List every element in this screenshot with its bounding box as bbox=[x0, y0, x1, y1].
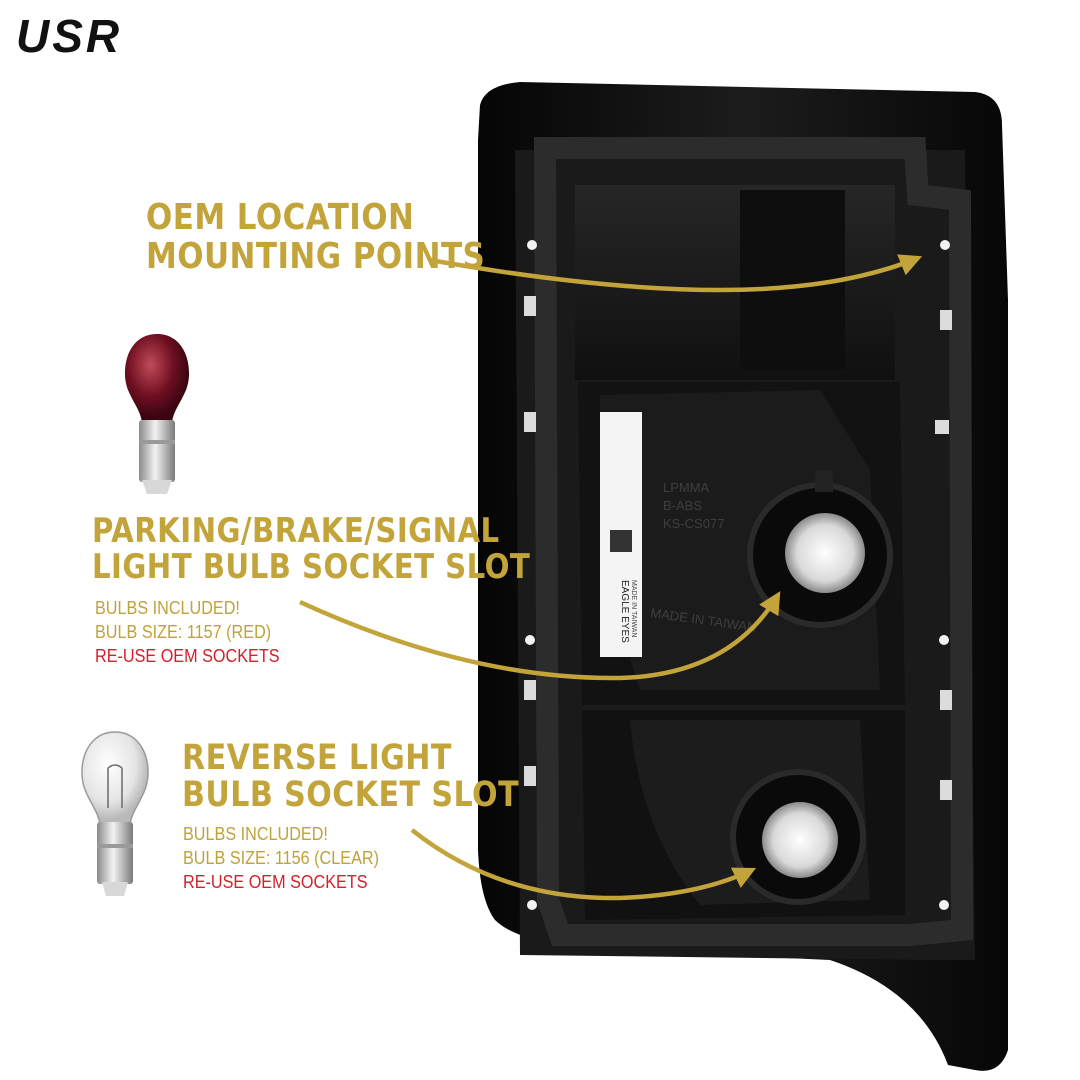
parking-socket-heading: PARKING/BRAKE/SIGNAL LIGHT BULB SOCKET S… bbox=[92, 513, 530, 586]
clip-tabs bbox=[524, 296, 952, 800]
parking-bulb-size: BULB SIZE: 1157 (RED) bbox=[95, 622, 272, 642]
reverse-socket-notes: BULBS INCLUDED! BULB SIZE: 1156 (CLEAR) … bbox=[183, 822, 379, 894]
parking-socket-notes: BULBS INCLUDED! BULB SIZE: 1157 (RED) RE… bbox=[95, 596, 280, 668]
parking-brake-socket bbox=[747, 470, 893, 628]
callout-arrow-icon bbox=[410, 828, 757, 901]
parking-heading-line1: PARKING/BRAKE/SIGNAL bbox=[92, 511, 500, 551]
housing-sticker: EAGLE EYES MADE IN TAIWAN bbox=[600, 412, 642, 657]
mounting-heading-line1: OEM LOCATION bbox=[146, 197, 415, 238]
mounting-points-heading: OEM LOCATION MOUNTING POINTS bbox=[146, 197, 486, 277]
parking-heading-line2: LIGHT BULB SOCKET SLOT bbox=[92, 547, 531, 588]
reverse-heading-line2: BULB SOCKET SLOT bbox=[182, 775, 520, 816]
parking-reuse-note: RE-USE OEM SOCKETS bbox=[95, 646, 280, 666]
sticker-brand: EAGLE EYES bbox=[619, 580, 630, 643]
reverse-bulbs-included: BULBS INCLUDED! bbox=[183, 824, 328, 844]
mounting-heading-line2: MOUNTING POINTS bbox=[146, 235, 486, 277]
callout-arrow-icon bbox=[299, 591, 781, 681]
red-1157-bulb-icon bbox=[124, 334, 190, 494]
mounting-frame bbox=[533, 137, 974, 946]
callout-arrow-icon bbox=[429, 254, 923, 293]
reverse-socket bbox=[730, 769, 866, 905]
reverse-socket-heading: REVERSE LIGHT BULB SOCKET SLOT bbox=[182, 738, 520, 816]
reverse-reuse-note: RE-USE OEM SOCKETS bbox=[183, 872, 368, 892]
clear-1156-bulb-icon bbox=[81, 731, 149, 896]
sticker-origin: MADE IN TAIWAN bbox=[630, 580, 637, 637]
material-mark-2: B-ABS bbox=[663, 498, 702, 513]
parking-bulbs-included: BULBS INCLUDED! bbox=[95, 598, 240, 618]
usr-logo: USR bbox=[16, 14, 122, 58]
mounting-holes bbox=[525, 240, 950, 910]
reverse-bulb-size: BULB SIZE: 1156 (CLEAR) bbox=[183, 848, 379, 868]
logo-text: USR bbox=[16, 14, 122, 58]
material-mark-1: LPMMA bbox=[663, 480, 710, 495]
reverse-heading-line1: REVERSE LIGHT bbox=[182, 738, 452, 778]
part-code-mark: KS-CS077 bbox=[663, 516, 724, 531]
